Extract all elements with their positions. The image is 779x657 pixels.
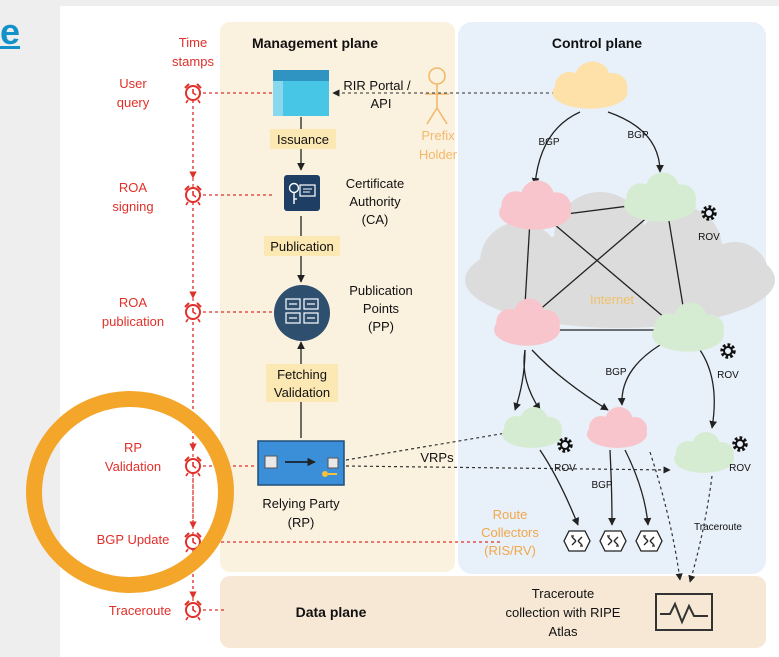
rov-label-4: ROV — [729, 463, 751, 474]
publication-label: Publication — [270, 239, 334, 254]
ts-roa-publication-2: publication — [102, 314, 164, 329]
bgp-label-4: BGP — [591, 480, 612, 491]
vrp-arrows — [345, 429, 671, 474]
bgp-label-1: BGP — [538, 137, 559, 148]
management-plane-title: Management plane — [252, 35, 378, 51]
ca-label-3: (CA) — [362, 212, 389, 227]
data-plane-title: Data plane — [296, 604, 367, 620]
traceroute-label: Traceroute — [694, 522, 742, 533]
corner-text-fragment: e — [0, 11, 21, 52]
pp-label-1: Publication — [349, 283, 413, 298]
fetching-label-bg — [266, 364, 338, 402]
data-plane-bg — [220, 576, 766, 648]
rp-label-2: (RP) — [288, 515, 315, 530]
bgp-label-3: BGP — [605, 367, 626, 378]
publication-label-bg — [264, 236, 340, 256]
clock-roa-signing-icon — [184, 185, 202, 206]
ca-label-1: Certificate — [346, 176, 405, 191]
ts-roa-signing-2: signing — [112, 199, 153, 214]
prefix-holder-icon — [425, 67, 449, 125]
vrps-label: VRPs — [420, 450, 454, 465]
route-collectors-label-3: (RIS/RV) — [484, 543, 536, 558]
ts-user-query-1: User — [119, 76, 147, 91]
fetching-label-1: Fetching — [277, 367, 327, 382]
ts-roa-publication-1: ROA — [119, 295, 148, 310]
ca-label-2: Authority — [349, 194, 401, 209]
bgp-label-2: BGP — [627, 130, 648, 141]
ts-roa-signing-1: ROA — [119, 180, 148, 195]
relying-party-icon — [257, 440, 345, 486]
ts-bgp-update: BGP Update — [97, 532, 170, 547]
route-collector-icon-1 — [563, 530, 591, 552]
traceroute-paths — [649, 451, 713, 583]
clock-roa-publication-icon — [184, 302, 202, 323]
bgp-arrows — [513, 111, 717, 526]
ts-user-query-2: query — [117, 95, 150, 110]
ts-rp-validation-2: Validation — [105, 459, 161, 474]
ts-traceroute: Traceroute — [109, 603, 171, 618]
atlas-label-3: Atlas — [549, 624, 578, 639]
rov-label-3: ROV — [554, 463, 576, 474]
clock-rp-validation-icon — [184, 456, 202, 477]
rir-portal-label-2: API — [371, 96, 392, 111]
route-collector-icon-3 — [635, 530, 663, 552]
rp-label-1: Relying Party — [262, 496, 340, 511]
publication-points-icon — [274, 285, 330, 341]
ts-rp-validation-1: RP — [124, 440, 142, 455]
highlight-ring — [26, 391, 234, 593]
rir-portal-label-1: RIR Portal / — [343, 78, 411, 93]
clock-traceroute-icon — [184, 600, 202, 621]
rov-label-1: ROV — [698, 232, 720, 243]
control-plane-title: Control plane — [552, 35, 642, 51]
atlas-monitor-icon — [655, 593, 713, 631]
prefix-holder-label-1: Prefix — [421, 128, 455, 143]
certificate-authority-icon — [284, 175, 320, 211]
route-collectors-label-2: Collectors — [481, 525, 539, 540]
atlas-label-1: Traceroute — [532, 586, 594, 601]
atlas-label-2: collection with RIPE — [506, 605, 621, 620]
route-collectors-label-1: Route — [493, 507, 528, 522]
pp-label-3: (PP) — [368, 319, 394, 334]
rir-portal-window-icon — [273, 70, 329, 116]
issuance-label: Issuance — [277, 132, 329, 147]
pp-label-2: Points — [363, 301, 400, 316]
clock-user-query-icon — [184, 83, 202, 104]
timestamps-header-line1: Time — [179, 35, 207, 50]
timestamps-header-line2: stamps — [172, 54, 214, 69]
route-collector-icon-2 — [599, 530, 627, 552]
rov-label-2: ROV — [717, 370, 739, 381]
fetching-label-2: Validation — [274, 385, 330, 400]
prefix-holder-label-2: Holder — [419, 147, 458, 162]
issuance-label-bg — [270, 129, 336, 149]
internet-label: Internet — [590, 292, 634, 307]
management-plane-bg — [220, 22, 455, 572]
